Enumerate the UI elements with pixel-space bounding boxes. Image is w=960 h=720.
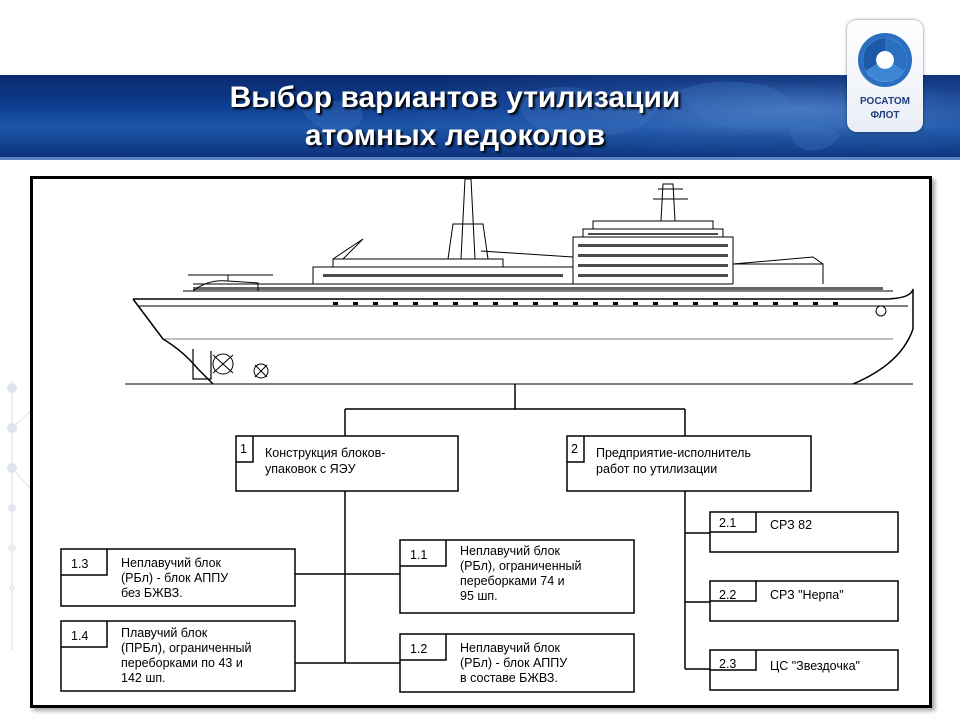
block-2-3: 2.3 ЦС "Звездочка"	[709, 649, 899, 691]
block-1-4-number: 1.4	[71, 629, 88, 643]
block-1-2-number: 1.2	[410, 642, 427, 656]
block-2-1-label: СРЗ 82	[770, 518, 812, 532]
block-2-line-1: Предприятие-исполнитель	[596, 446, 751, 460]
icebreaker-drawing-icon	[125, 179, 914, 385]
block-1-3: 1.3 Неплавучий блок (РБл) - блок АППУ бе…	[60, 548, 296, 607]
block-1-4: 1.4 Плавучий блок (ПРБл), ограниченный п…	[60, 620, 296, 692]
logo-text-flot: ФЛОТ	[870, 110, 900, 121]
block-2-contractor: 2 Предприятие-исполнитель работ по утили…	[566, 435, 812, 492]
side-decoration	[7, 380, 35, 650]
block-1-line-2: упаковок с ЯЭУ	[265, 462, 356, 476]
block-1-4-line-3: переборками по 43 и	[121, 656, 243, 670]
block-1-1: 1.1 Неплавучий блок (РБл), ограниченный …	[399, 539, 635, 614]
block-1-1-line-2: (РБл), ограниченный	[460, 559, 582, 573]
block-1-number: 1	[240, 442, 247, 456]
block-1-3-line-3: без БЖВЗ.	[121, 586, 183, 600]
block-2-3-number: 2.3	[719, 657, 736, 671]
block-2-1-number: 2.1	[719, 516, 736, 530]
block-2-2: 2.2 СРЗ "Нерпа"	[709, 580, 899, 622]
block-2-number: 2	[571, 442, 578, 456]
block-1-line-1: Конструкция блоков-	[265, 446, 385, 460]
block-1-4-line-2: (ПРБл), ограниченный	[121, 641, 252, 655]
title-line-2: атомных ледоколов	[304, 119, 606, 152]
block-1-3-number: 1.3	[71, 557, 88, 571]
rosatom-flot-logo: РОСАТОМ ФЛОТ	[847, 20, 923, 132]
utilization-diagram: 1 Конструкция блоков- упаковок с ЯЭУ 2 П…	[60, 179, 914, 693]
title-line-1: Выбор вариантов утилизации	[229, 81, 681, 114]
block-1-1-line-3: переборками 74 и	[460, 574, 565, 588]
block-1-2-line-1: Неплавучий блок	[460, 641, 561, 655]
block-2-1: 2.1 СРЗ 82	[709, 511, 899, 553]
block-2-line-2: работ по утилизации	[596, 462, 717, 476]
logo-text-rosatom: РОСАТОМ	[860, 96, 910, 107]
atom-emblem-icon	[858, 33, 912, 87]
world-map-decoration	[300, 81, 840, 151]
page-title: Выбор вариантов утилизации атомных ледок…	[0, 79, 910, 155]
block-1-2-line-3: в составе БЖВЗ.	[460, 671, 558, 685]
block-1-1-line-4: 95 шп.	[460, 589, 498, 603]
block-1-2: 1.2 Неплавучий блок (РБл) - блок АППУ в …	[399, 633, 635, 693]
block-1-4-line-4: 142 шп.	[121, 671, 166, 685]
block-1-1-number: 1.1	[410, 548, 427, 562]
connector-lines	[295, 384, 710, 670]
block-1-3-line-1: Неплавучий блок	[121, 556, 222, 570]
block-2-2-number: 2.2	[719, 588, 736, 602]
block-1-1-line-1: Неплавучий блок	[460, 544, 561, 558]
block-1-3-line-2: (РБл) - блок АППУ	[121, 571, 228, 585]
block-1-construction: 1 Конструкция блоков- упаковок с ЯЭУ	[235, 435, 459, 492]
block-1-4-line-1: Плавучий блок	[121, 626, 208, 640]
block-1-2-line-2: (РБл) - блок АППУ	[460, 656, 567, 670]
block-2-2-label: СРЗ "Нерпа"	[770, 588, 844, 602]
block-2-3-label: ЦС "Звездочка"	[770, 659, 860, 673]
